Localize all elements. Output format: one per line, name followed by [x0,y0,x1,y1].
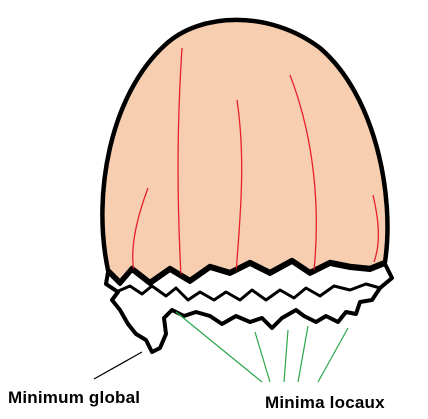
global-minimum-label: Minimum global [8,388,140,408]
local-minima-pointers [176,312,348,382]
local-minima-label: Minima locaux [265,393,385,413]
local-minimum-pointer [298,326,308,382]
local-minimum-pointer [255,332,270,382]
local-minimum-pointer [318,328,348,382]
global-minimum-pointer [94,352,142,379]
local-minimum-pointer [284,330,288,382]
egg-dome [102,20,387,282]
